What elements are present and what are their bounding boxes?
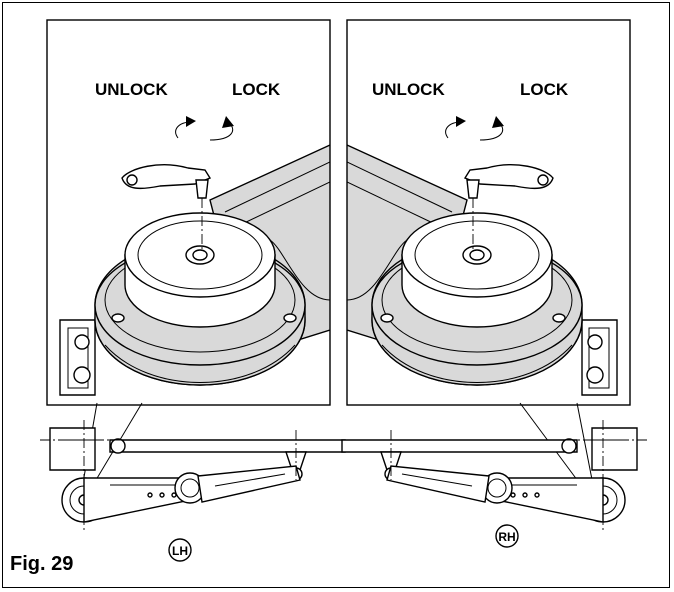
left-lock-lever (121, 164, 212, 250)
right-lock-lever (463, 164, 554, 250)
left-unlock-label: UNLOCK (95, 80, 168, 99)
right-rotation-arrows-icon (445, 116, 504, 141)
right-lock-label: LOCK (520, 80, 569, 99)
rh-marker: RH (495, 524, 519, 548)
right-detail-panel: UNLOCK LOCK (346, 19, 631, 406)
rh-marker-label: RH (498, 530, 515, 544)
left-rotation-arrows-icon (175, 116, 234, 141)
lh-marker: LH (168, 538, 192, 562)
lh-marker-label: LH (172, 544, 188, 558)
left-detail-panel: UNLOCK LOCK (46, 19, 331, 406)
figure-caption: Fig. 29 (10, 553, 74, 575)
left-lock-label: LOCK (232, 80, 281, 99)
right-unlock-label: UNLOCK (372, 80, 445, 99)
right-arm-assembly (336, 419, 648, 531)
left-arm-assembly (39, 419, 351, 531)
